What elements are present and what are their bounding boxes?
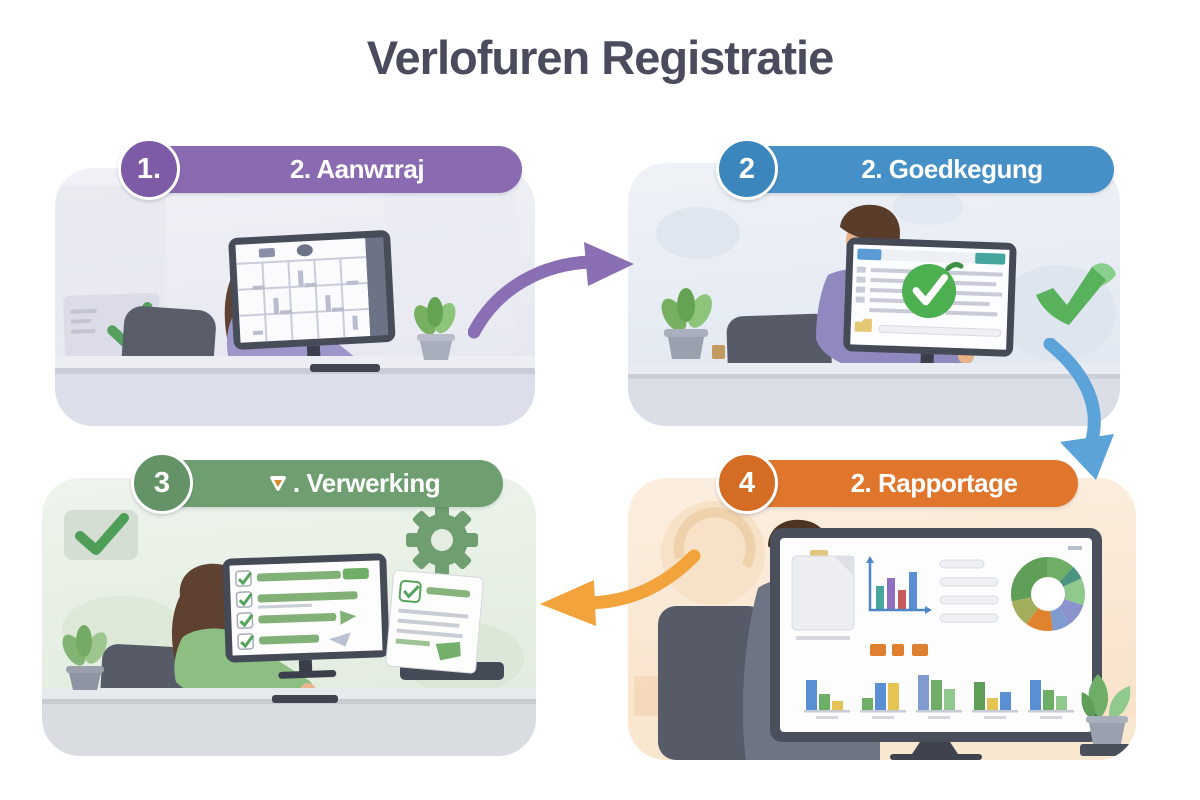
potted-plant-icon bbox=[62, 625, 107, 690]
step-panel-1 bbox=[55, 168, 535, 426]
monitor-approval bbox=[843, 237, 1017, 373]
monitor-dashboard bbox=[770, 528, 1102, 742]
menu-dash bbox=[1068, 546, 1082, 550]
potted-plant-icon bbox=[1080, 674, 1136, 756]
keyboard bbox=[272, 695, 338, 703]
monitor-calendar bbox=[228, 230, 396, 367]
arrow-step4-to-step3 bbox=[540, 549, 701, 626]
step-number-badge-1: 1. bbox=[118, 138, 180, 200]
step-panel-3 bbox=[42, 478, 536, 756]
step-number-badge-4: 4 bbox=[716, 452, 778, 514]
calendar-entries bbox=[252, 270, 359, 336]
office-chair bbox=[658, 606, 766, 760]
keyboard bbox=[310, 364, 380, 372]
monitor-checklist bbox=[222, 553, 390, 679]
gear-icon bbox=[406, 504, 478, 576]
folder-icon bbox=[854, 318, 873, 333]
arrow-step2-to-step4 bbox=[1043, 338, 1114, 480]
step-banner-2: 2 2. Goedkegung bbox=[716, 138, 1114, 200]
potted-plant-icon bbox=[661, 288, 725, 359]
document-stand-icon bbox=[385, 569, 504, 680]
step-label-2: 2. Goedkegung bbox=[861, 154, 1043, 184]
bar-chart-row bbox=[804, 675, 1074, 719]
check-badge-icon bbox=[64, 510, 138, 560]
scene-processing bbox=[42, 504, 536, 756]
highlight-blobs bbox=[870, 644, 928, 656]
mini-bar-chart bbox=[866, 556, 932, 614]
step-banner-1: 1. 2. Aanwɪraj bbox=[118, 138, 522, 200]
checklist-rows bbox=[235, 567, 369, 650]
scene-leave-request bbox=[55, 186, 535, 426]
arrow-step1-to-step2 bbox=[468, 242, 634, 339]
summary-lines bbox=[939, 559, 999, 623]
step-banner-4: 4 2. Rapportage bbox=[716, 452, 1078, 514]
step-label-1: 2. Aanwɪraj bbox=[289, 154, 425, 184]
report-document bbox=[791, 550, 855, 640]
potted-plant-icon bbox=[414, 297, 456, 360]
step-panel-4 bbox=[628, 478, 1136, 760]
step-banner-3: 3 . Verwerking bbox=[131, 452, 503, 514]
scene-approval bbox=[628, 189, 1120, 426]
step-label-4: 2. Rapportage bbox=[850, 468, 1018, 498]
step-number-badge-3: 3 bbox=[131, 452, 193, 514]
wall-panel bbox=[385, 194, 515, 354]
step-panel-2 bbox=[628, 163, 1120, 426]
step-label-3: . Verwerking bbox=[292, 468, 441, 498]
monitor-stand bbox=[890, 742, 982, 760]
page-title: Verlofuren Registratie bbox=[366, 31, 834, 84]
donut-chart-icon bbox=[1011, 557, 1085, 631]
leaf-check-icon bbox=[1036, 263, 1116, 325]
approved-check-icon bbox=[902, 262, 964, 319]
step-number-badge-2: 2 bbox=[716, 138, 778, 200]
triangle-marker-icon bbox=[268, 474, 288, 494]
desk bbox=[55, 356, 535, 426]
refresh-motif-background bbox=[661, 501, 765, 605]
scene-reporting bbox=[628, 501, 1136, 760]
desk bbox=[628, 363, 1120, 426]
